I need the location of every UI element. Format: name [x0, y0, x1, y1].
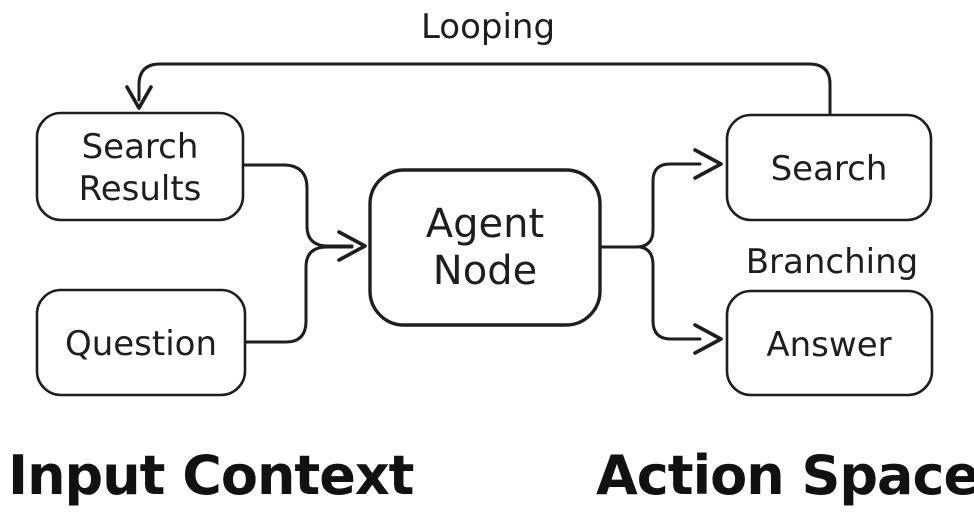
branching-annotation: Branching	[746, 242, 919, 282]
question-box	[35, 288, 247, 397]
answer-label: Answer	[766, 325, 891, 365]
arrowhead-into-agent-node	[337, 230, 367, 262]
question-label: Question	[65, 324, 217, 364]
node-agent: Agent Node	[368, 168, 602, 327]
node-answer: Answer	[725, 289, 934, 397]
edge-looping-search-to-search-results	[137, 62, 832, 116]
node-question: Question	[35, 288, 247, 397]
edge-agent-node-to-search	[599, 162, 702, 249]
arrowhead-into-answer	[693, 323, 723, 355]
search-box	[725, 113, 933, 222]
edge-agent-node-to-answer	[638, 245, 702, 341]
looping-annotation: Looping	[421, 7, 555, 47]
arrowhead-looping-down	[125, 85, 153, 110]
search-results-label-line2: Results	[79, 169, 202, 209]
action-space-label: Action Space	[596, 444, 974, 507]
answer-box	[725, 289, 934, 397]
node-search: Search	[725, 113, 933, 222]
agent-node-label-line2: Node	[433, 248, 537, 294]
node-search-results: Search Results	[35, 111, 245, 222]
input-context-label: Input Context	[8, 444, 414, 507]
arrowhead-into-search	[693, 148, 723, 180]
edge-search-results-to-merge	[243, 163, 354, 248]
agent-node-label-line1: Agent	[426, 201, 544, 247]
search-label: Search	[771, 149, 888, 189]
edge-question-to-merge	[244, 245, 354, 344]
agent-node-box	[368, 168, 602, 327]
edge-group	[125, 62, 832, 355]
search-results-label-line1: Search	[82, 127, 199, 167]
search-results-box	[35, 111, 245, 222]
